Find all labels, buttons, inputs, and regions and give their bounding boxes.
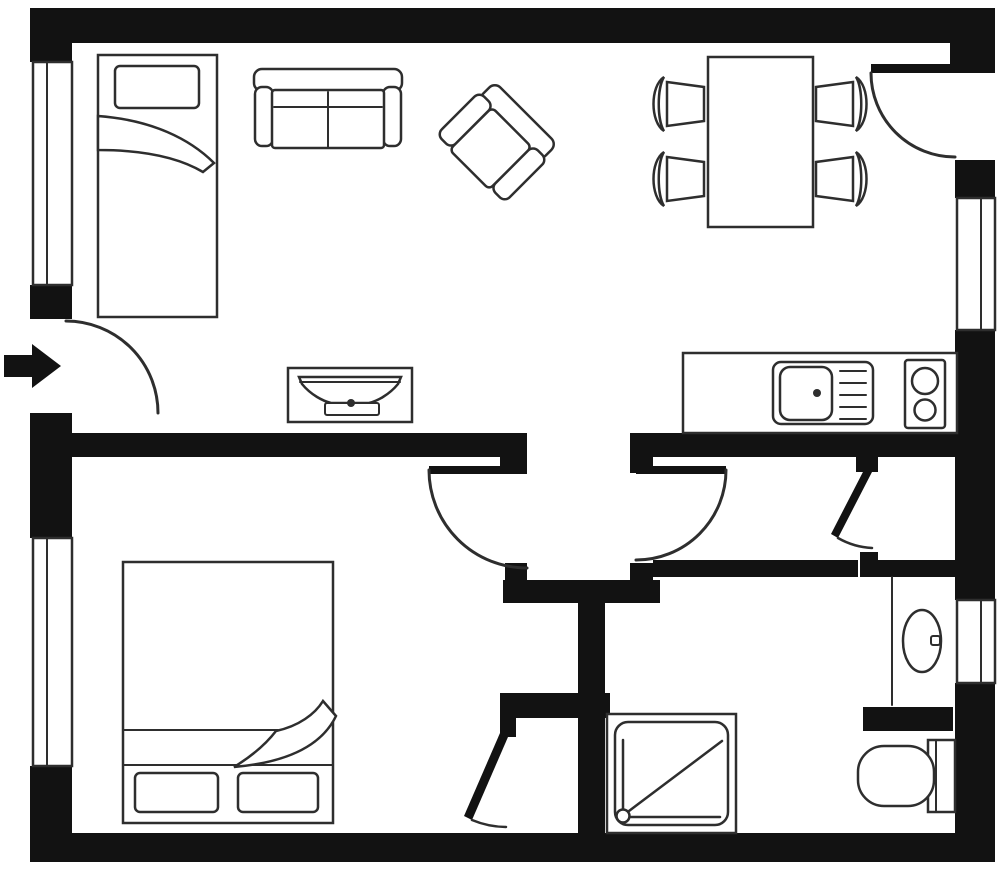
bedroom-door-stub [500,718,516,737]
pillow [113,64,201,110]
door-swing-arc [836,536,874,550]
burner [913,398,937,422]
double-door-left [427,466,529,570]
dining-chair [652,75,706,133]
window-right-bottom [955,598,997,685]
bottom-wall [30,833,995,862]
sofa [252,67,404,150]
toilet-bowl [856,744,936,808]
door-leaf [636,466,726,474]
chair-seat [814,80,855,128]
wc-stub-bottom [860,552,878,577]
sink-faucet [930,635,941,646]
pillow [133,771,220,814]
door-swing-arc [64,319,160,415]
double-bed [121,560,338,825]
door-swing-arc [470,818,508,829]
chair-seat [814,155,855,203]
double-door-right [634,466,728,562]
arrow-icon [4,344,61,388]
mid-wall-left [33,433,500,457]
door-leaf [871,64,955,73]
door-swing-arc [869,71,957,159]
pillow [236,771,320,814]
wash-basin-unit [286,366,414,424]
dining-chair [652,150,706,208]
closet-door [831,468,874,550]
right-wall-b [955,330,995,600]
door-leaf [831,468,872,538]
kitchen-faucet [813,389,821,397]
bedroom-door [464,733,508,829]
shower [605,712,738,835]
window-right-top [955,196,997,332]
armchair-seat [450,108,531,189]
sofa-back [252,67,404,93]
vanity-north-wall [878,560,957,577]
armchair [438,84,555,201]
door-leaf [429,466,527,474]
sofa-arm-left [253,85,275,148]
kitchen-wall [653,433,957,457]
chair-back [854,150,868,208]
window-left-bottom [31,536,74,768]
door-jamb-right [630,433,653,473]
chair-back [854,75,868,133]
single-bed [96,53,219,319]
left-wall-b [30,413,72,538]
door-leaf [464,733,508,820]
window-left-top [31,60,74,287]
dining-table [706,55,815,229]
top-right-corner-wall [950,8,995,73]
right-wall-a [955,160,995,198]
hall-stub-right [630,563,653,583]
balcony-door-top-right [869,64,957,159]
chair-back [652,75,666,133]
left-wall-a [30,285,72,319]
toilet [856,738,957,814]
basin-drain [347,399,355,407]
blanket-fold [96,114,216,174]
entrance-arrow [4,344,61,388]
wc-stub-top [856,455,878,472]
door-swing-arc [634,468,728,562]
kitchen-counter [681,351,959,435]
chair-seat [665,155,706,203]
top-wall [33,8,950,43]
hall-t-bar [503,580,660,603]
burner [910,366,940,396]
closet-bottom-wall [500,693,610,718]
door-swing-arc [427,468,529,570]
walls [30,8,995,862]
entrance-door [64,319,160,415]
chair-back [652,150,666,208]
blanket-fold [233,698,338,769]
dining-chair [814,150,868,208]
kitchen-sink-basin [778,365,834,422]
hall-south-wall [653,560,858,577]
left-wall-top-corner [30,8,72,62]
vanity-sink [891,576,943,706]
vanity-south-wall [863,707,953,731]
dining-chair [814,75,868,133]
sofa-arm-right [381,85,403,148]
right-wall-c [955,683,995,862]
chair-seat [665,80,706,128]
shower-drain [615,808,631,824]
